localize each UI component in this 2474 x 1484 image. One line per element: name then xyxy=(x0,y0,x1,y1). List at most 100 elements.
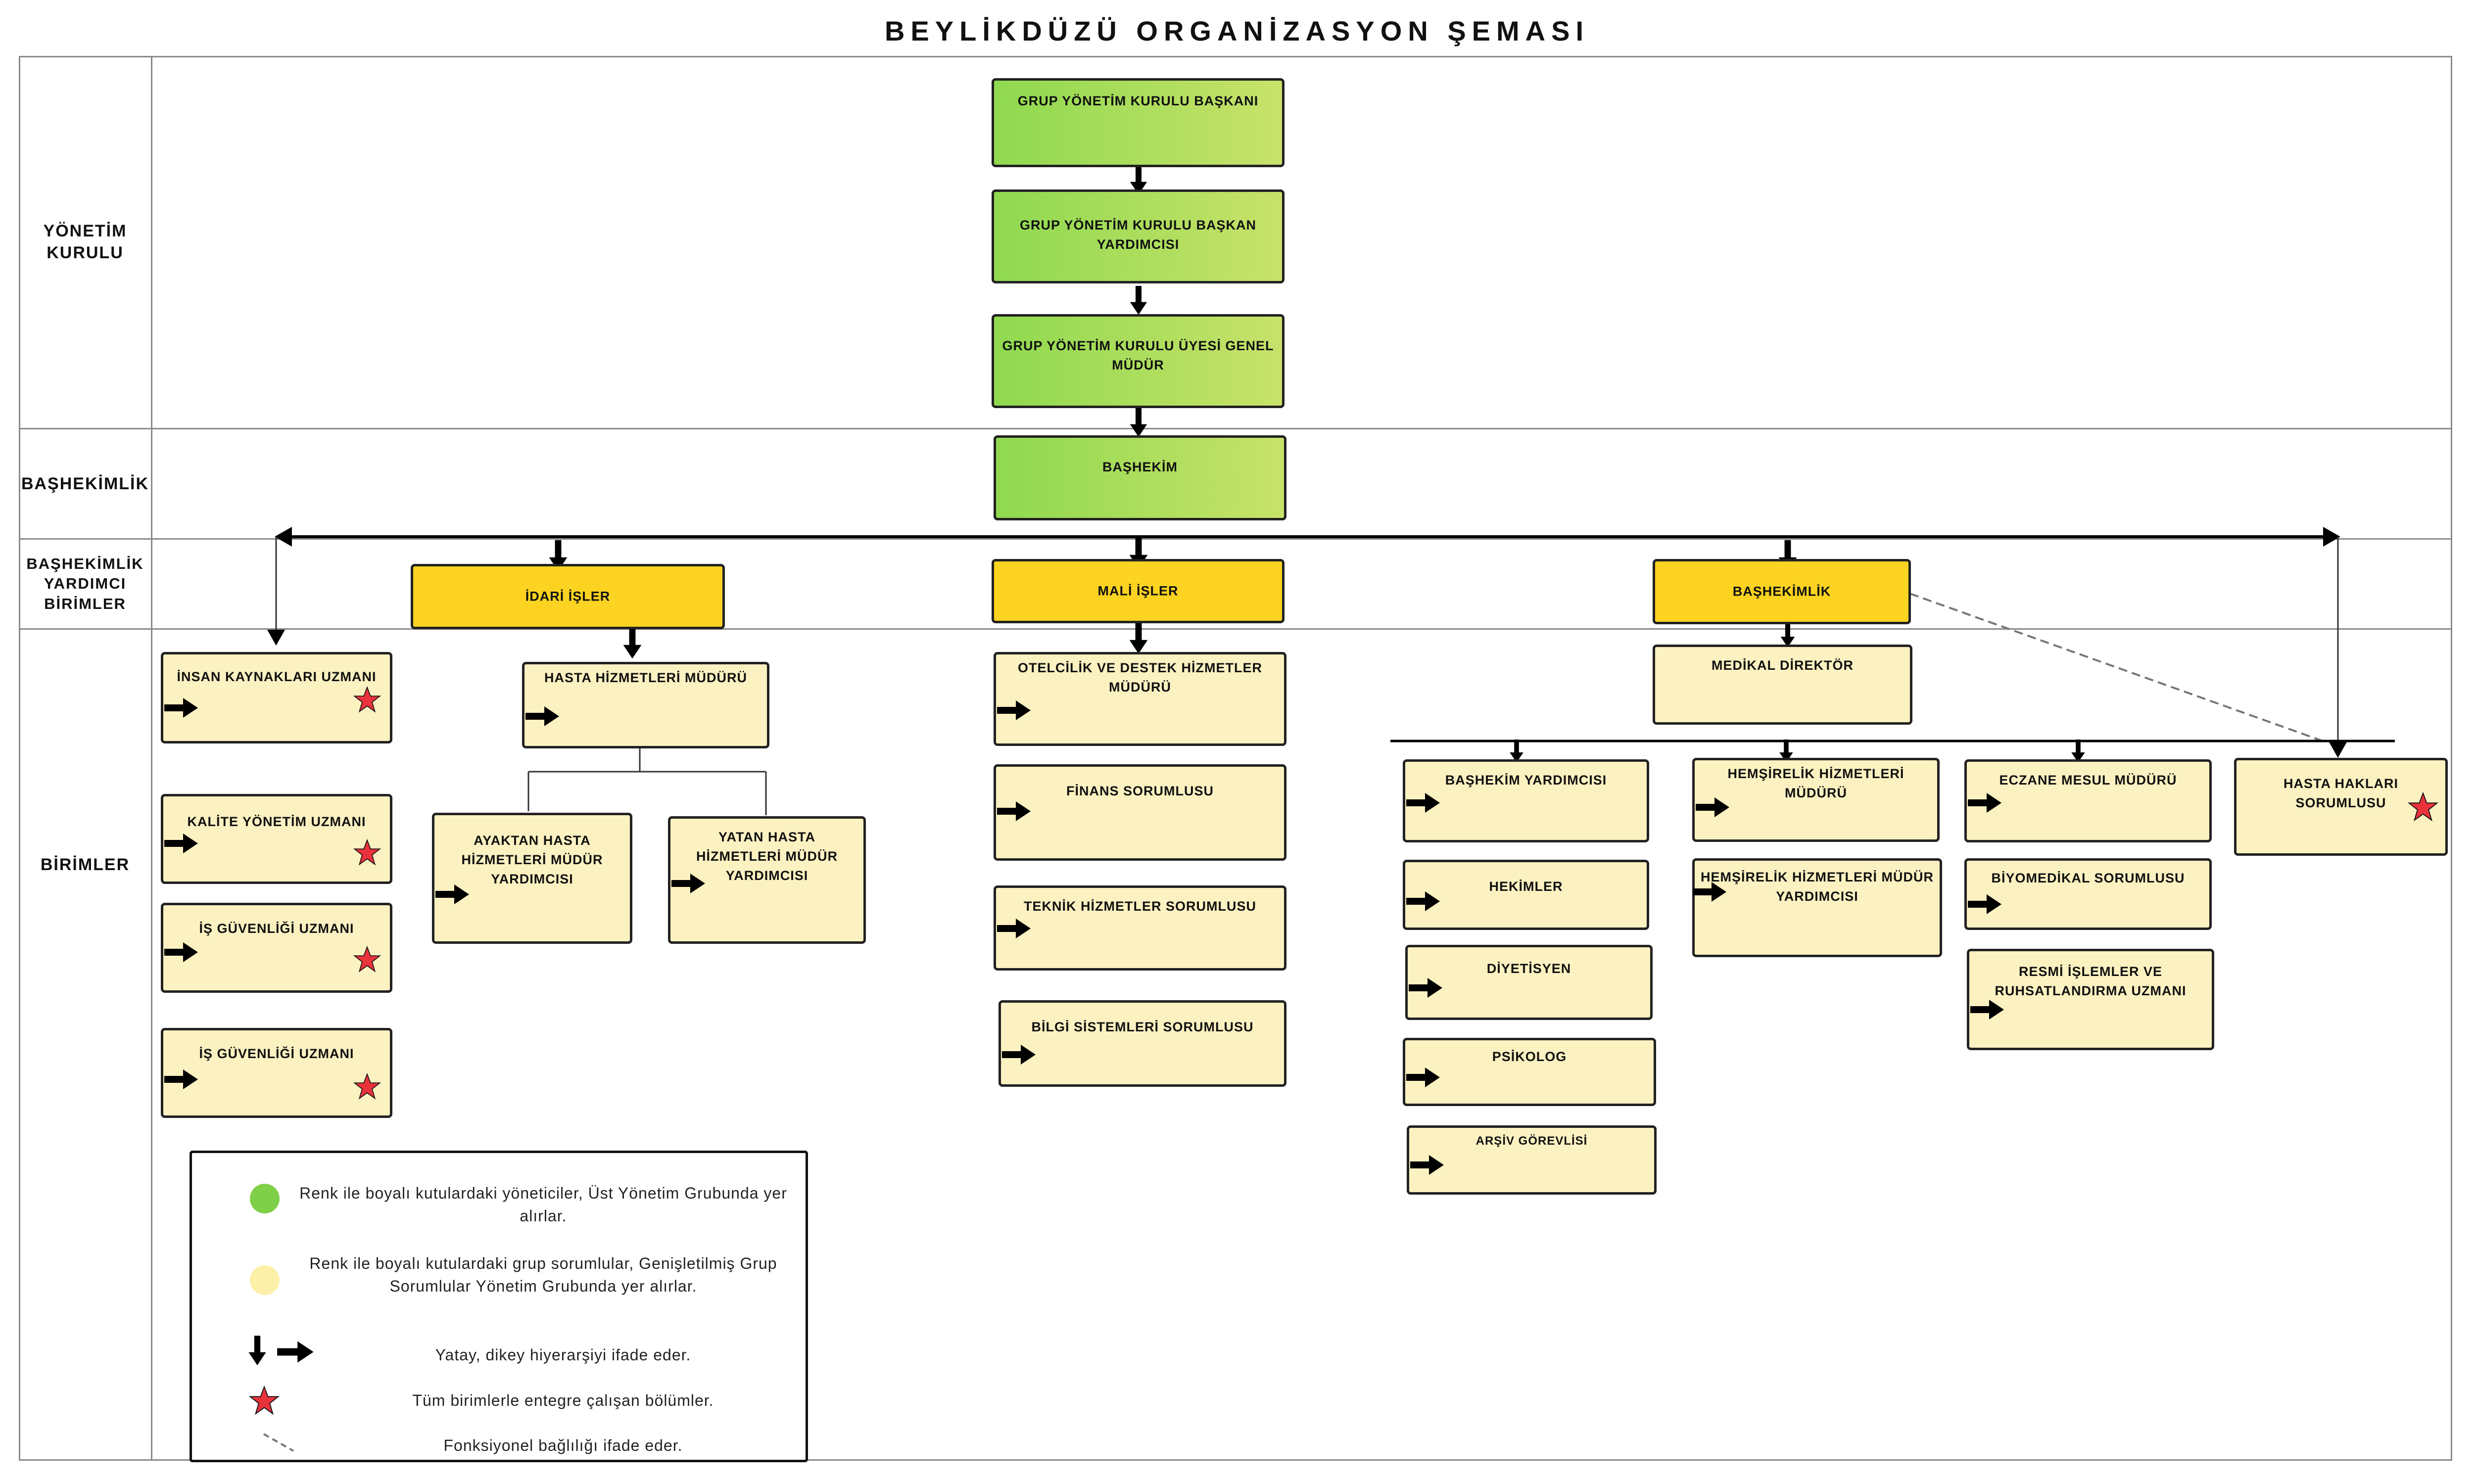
box-insan-kaynaklari[interactable]: İNSAN KAYNAKLARI UZMANI xyxy=(161,652,392,743)
box-label: RESMİ İŞLEMLER VE RUHSATLANDIRMA UZMANI xyxy=(1995,964,2187,999)
box-label: HEMŞİRELİK HİZMETLERİ MÜDÜRÜ xyxy=(1727,766,1904,801)
box-label: HEMŞİRELİK HİZMETLERİ MÜDÜR YARDIMCISI xyxy=(1701,870,1934,904)
box-is-guvenligi-2[interactable]: İŞ GÜVENLİĞİ UZMANI xyxy=(161,1028,392,1118)
arrow-down-icon xyxy=(246,1332,268,1370)
legend: Renk ile boyalı kutulardaki yöneticiler,… xyxy=(190,1151,808,1462)
box-hasta-hizmetleri-muduru[interactable]: HASTA HİZMETLERİ MÜDÜRÜ xyxy=(522,662,769,748)
star-icon xyxy=(353,839,381,867)
arrow-down-icon xyxy=(1127,286,1150,316)
box-grup-yonetim-kurulu-uyesi[interactable]: GRUP YÖNETİM KURULU ÜYESİ GENEL MÜDÜR xyxy=(992,314,1285,408)
box-is-guvenligi-1[interactable]: İŞ GÜVENLİĞİ UZMANI xyxy=(161,903,392,993)
star-icon xyxy=(353,946,381,974)
box-bashekim-yardimcisi[interactable]: BAŞHEKİM YARDIMCISI xyxy=(1403,759,1649,842)
box-grup-yonetim-kurulu-baskan-yardimcisi[interactable]: GRUP YÖNETİM KURULU BAŞKAN YARDIMCISI xyxy=(992,189,1285,283)
box-label: BİYOMEDİKAL SORUMLUSU xyxy=(1991,871,2185,885)
box-label: ARŞİV GÖREVLİSİ xyxy=(1475,1134,1588,1148)
section-bashekimlik: BAŞHEKİMLİK xyxy=(21,474,149,493)
arrow-right-head xyxy=(2323,527,2340,547)
box-hemsirelik-mudur-yardimcisi[interactable]: HEMŞİRELİK HİZMETLERİ MÜDÜR YARDIMCISI xyxy=(1692,858,1942,957)
box-ayaktan-hasta-hizmetleri[interactable]: AYAKTAN HASTA HİZMETLERİ MÜDÜR YARDIMCIS… xyxy=(432,813,632,944)
box-eczane-mesul-muduru[interactable]: ECZANE MESUL MÜDÜRÜ xyxy=(1964,759,2212,842)
box-resmi-islemler[interactable]: RESMİ İŞLEMLER VE RUHSATLANDIRMA UZMANI xyxy=(1967,949,2214,1050)
box-arsiv-gorevlisi[interactable]: ARŞİV GÖREVLİSİ xyxy=(1407,1125,1657,1195)
box-medikal-direktor[interactable]: MEDİKAL DİREKTÖR xyxy=(1653,645,1912,725)
box-finans-sorumlusu[interactable]: FİNANS SORUMLUSU xyxy=(994,764,1286,861)
star-icon xyxy=(249,1386,280,1416)
legend-arrow-text: Yatay, dikey hiyerarşiyi ifade eder. xyxy=(435,1346,691,1364)
box-mali-isler[interactable]: MALİ İŞLER xyxy=(992,559,1285,623)
box-diyetisyen[interactable]: DİYETİSYEN xyxy=(1405,945,1653,1020)
arrow-down-head xyxy=(267,630,285,646)
box-bashekim[interactable]: BAŞHEKİM xyxy=(994,435,1286,520)
box-label: ECZANE MESUL MÜDÜRÜ xyxy=(1999,773,2177,788)
box-label: DİYETİSYEN xyxy=(1486,961,1571,976)
box-label: İNSAN KAYNAKLARI UZMANI xyxy=(177,669,377,684)
box-hemsirelik-hizmetleri[interactable]: HEMŞİRELİK HİZMETLERİ MÜDÜRÜ xyxy=(1692,758,1940,842)
box-bilgi-sistemleri[interactable]: BİLGİ SİSTEMLERİ SORUMLUSU xyxy=(999,1000,1286,1087)
arrow-right-icon xyxy=(1968,892,2002,917)
box-label: BAŞHEKİM YARDIMCISI xyxy=(1445,773,1607,788)
box-label: İŞ GÜVENLİĞİ UZMANI xyxy=(199,1046,354,1061)
arrow-right-icon xyxy=(1410,1153,1445,1177)
box-label: OTELCİLİK VE DESTEK HİZMETLER MÜDÜRÜ xyxy=(1017,660,1262,695)
section-birimler: BİRİMLER xyxy=(40,855,130,874)
arrow-right-icon xyxy=(1406,790,1441,815)
arrow-down-icon xyxy=(1127,621,1150,656)
arrow-right-icon xyxy=(276,1339,316,1365)
arrow-right-icon xyxy=(997,698,1032,723)
row-separator xyxy=(19,428,2452,429)
box-teknik-hizmetler[interactable]: TEKNİK HİZMETLER SORUMLUSU xyxy=(994,885,1286,971)
box-hekimler[interactable]: HEKİMLER xyxy=(1403,860,1649,930)
box-otelcilik-destek[interactable]: OTELCİLİK VE DESTEK HİZMETLER MÜDÜRÜ xyxy=(994,652,1286,746)
box-label: MEDİKAL DİREKTÖR xyxy=(1711,658,1854,673)
box-label: TEKNİK HİZMETLER SORUMLUSU xyxy=(1024,899,1256,914)
box-grup-yonetim-kurulu-baskani[interactable]: GRUP YÖNETİM KURULU BAŞKANI xyxy=(992,78,1285,167)
box-label: MALİ İŞLER xyxy=(1097,583,1179,599)
star-icon xyxy=(353,686,381,714)
box-label: GRUP YÖNETİM KURULU BAŞKANI xyxy=(1017,93,1259,108)
box-psikolog[interactable]: PSİKOLOG xyxy=(1403,1038,1656,1106)
box-label: YATAN HASTA HİZMETLERİ MÜDÜR YARDIMCISI xyxy=(696,830,838,883)
yellow-dot-icon xyxy=(250,1265,280,1295)
box-label: BİLGİ SİSTEMLERİ SORUMLUSU xyxy=(1031,1020,1254,1034)
box-label: PSİKOLOG xyxy=(1492,1049,1567,1064)
box-kalite-yonetim[interactable]: KALİTE YÖNETİM UZMANI xyxy=(161,794,392,884)
row-separator xyxy=(19,628,2452,630)
arrow-right-icon xyxy=(1970,997,2005,1022)
box-label: HASTA HAKLARI SORUMLUSU xyxy=(2284,776,2398,811)
box-idari-isler[interactable]: İDARİ İŞLER xyxy=(411,564,725,629)
box-label: FİNANS SORUMLUSU xyxy=(1066,784,1214,798)
star-icon xyxy=(2408,792,2438,823)
arrow-right-icon xyxy=(1002,1042,1037,1067)
box-yatan-hasta-hizmetleri[interactable]: YATAN HASTA HİZMETLERİ MÜDÜR YARDIMCISI xyxy=(668,816,866,944)
section-yardimci-birimler: BAŞHEKİMLİK YARDIMCI BİRİMLER xyxy=(26,555,144,612)
box-label: BAŞHEKİM xyxy=(1102,460,1178,474)
arrow-right-icon xyxy=(164,831,199,856)
box-label: İŞ GÜVENLİĞİ UZMANI xyxy=(199,921,354,936)
column-separator xyxy=(151,56,152,1461)
legend-yellow-text: Renk ile boyalı kutulardaki grup sorumlu… xyxy=(309,1254,777,1296)
arrow-right-icon xyxy=(1693,880,1727,904)
box-label: GRUP YÖNETİM KURULU BAŞKAN YARDIMCISI xyxy=(1019,218,1257,252)
arrow-right-icon xyxy=(997,799,1032,824)
box-hasta-haklari-sorumlusu[interactable]: HASTA HAKLARI SORUMLUSU xyxy=(2234,758,2448,856)
box-label: AYAKTAN HASTA HİZMETLERİ MÜDÜR YARDIMCIS… xyxy=(461,833,603,887)
arrow-right-icon xyxy=(1406,1065,1441,1090)
section-yonetim-kurulu: YÖNETİM KURULU xyxy=(43,221,127,262)
arrow-down-icon xyxy=(1127,408,1150,438)
legend-green-text: Renk ile boyalı kutulardaki yöneticiler,… xyxy=(299,1184,787,1225)
box-label: KALİTE YÖNETİM UZMANI xyxy=(187,814,366,829)
box-bashekimlik-yardimci[interactable]: BAŞHEKİMLİK xyxy=(1653,559,1911,624)
box-label: HASTA HİZMETLERİ MÜDÜRÜ xyxy=(544,670,747,685)
arrow-down-head xyxy=(2329,742,2347,758)
arrow-right-icon xyxy=(1406,889,1441,914)
chart-title: BEYLİKDÜZÜ ORGANİZASYON ŞEMASI xyxy=(884,15,1590,46)
box-biyomedikal-sorumlusu[interactable]: BİYOMEDİKAL SORUMLUSU xyxy=(1964,858,2212,930)
arrow-right-icon xyxy=(1696,795,1730,820)
row-separator xyxy=(19,538,2452,540)
green-dot-icon xyxy=(250,1184,280,1213)
arrow-right-icon xyxy=(997,916,1032,941)
arrow-right-icon xyxy=(164,1067,199,1092)
functional-dashed-line xyxy=(1909,593,2326,743)
legend-dash-text: Fonksiyonel bağlılığı ifade eder. xyxy=(443,1437,683,1454)
